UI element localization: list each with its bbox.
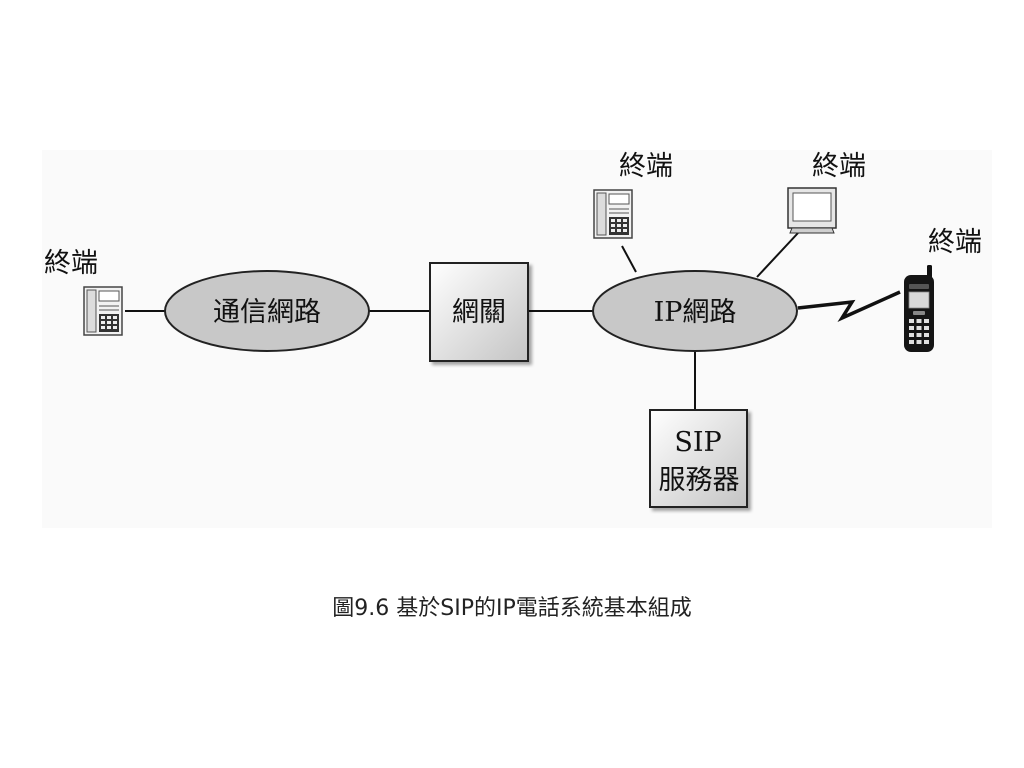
ip-phone-icon: [593, 189, 633, 239]
link-ip-phone: [621, 245, 637, 273]
terminal-left-label: 終端: [44, 248, 98, 279]
mobile-phone-icon: [904, 265, 934, 352]
connections: [125, 232, 901, 410]
terminal-phone-label: 終端: [619, 151, 673, 182]
terminal-pc-label: 終端: [812, 151, 866, 182]
desk-phone-icon: [83, 286, 123, 336]
wireless-link: [797, 290, 901, 322]
sip-server-label-line2: 服務器: [659, 465, 740, 496]
gateway-label: 網關: [452, 297, 506, 328]
terminal-mobile-label: 終端: [928, 227, 982, 258]
comm-network-label: 通信網路: [213, 297, 321, 328]
ip-network-label: IP網路: [654, 297, 737, 328]
figure-caption: 圖9.6 基於SIP的IP電話系統基本組成: [332, 596, 692, 621]
sip-server-label-line1: SIP: [674, 427, 721, 458]
gateway-box: [429, 262, 529, 362]
ip-network-ellipse: [592, 270, 798, 352]
computer-monitor-icon: [787, 187, 837, 234]
comm-network-ellipse: [164, 270, 370, 352]
sip-server-box: [649, 409, 748, 508]
link-ip-pc: [756, 232, 799, 278]
